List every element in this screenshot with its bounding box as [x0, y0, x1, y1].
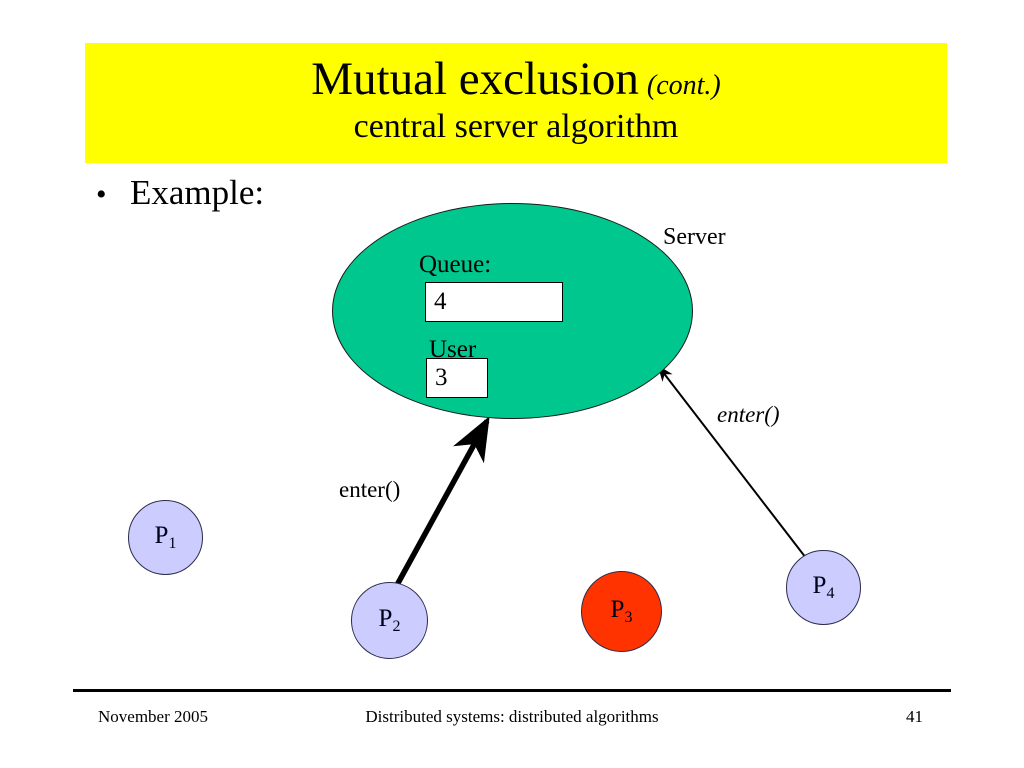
message-arrow-p4-to-server [657, 365, 807, 559]
queue-box[interactable]: 4 [425, 282, 563, 322]
bullet-item-example: • Example: [96, 172, 264, 216]
process-label-p1: P1 [154, 522, 177, 552]
queue-value: 4 [434, 288, 447, 315]
process-node-p2[interactable]: P2 [351, 582, 428, 659]
title-annotation: (cont.) [646, 70, 721, 101]
title-banner: Mutual exclusion(cont.) central server a… [85, 43, 947, 163]
message-label-p2: enter() [339, 477, 401, 502]
process-label-p2: P2 [378, 605, 401, 635]
process-node-p1[interactable]: P1 [128, 500, 203, 575]
footer-date: November 2005 [98, 707, 209, 726]
process-label-p3: P3 [610, 596, 633, 626]
title-subtitle: central server algorithm [353, 108, 679, 145]
process-node-p3[interactable]: P3 [581, 571, 662, 652]
user-box[interactable]: 3 [426, 358, 488, 398]
process-node-p4[interactable]: P4 [786, 550, 861, 625]
footer-title: Distributed systems: distributed algorit… [365, 707, 659, 726]
footer-page-number: 41 [906, 707, 923, 726]
message-label-p4: enter() [717, 402, 780, 427]
queue-label: Queue: [419, 251, 492, 278]
process-label-p4: P4 [812, 572, 835, 602]
server-label: Server [663, 224, 726, 250]
page-title: Mutual exclusion [311, 53, 639, 105]
bullet-marker-icon: • [96, 178, 107, 211]
message-arrow-p2-to-server [394, 416, 490, 587]
title-line-primary: Mutual exclusion(cont.) [85, 51, 947, 114]
bullet-text: Example: [130, 173, 265, 212]
footer-divider [73, 689, 951, 692]
user-value: 3 [435, 364, 448, 391]
